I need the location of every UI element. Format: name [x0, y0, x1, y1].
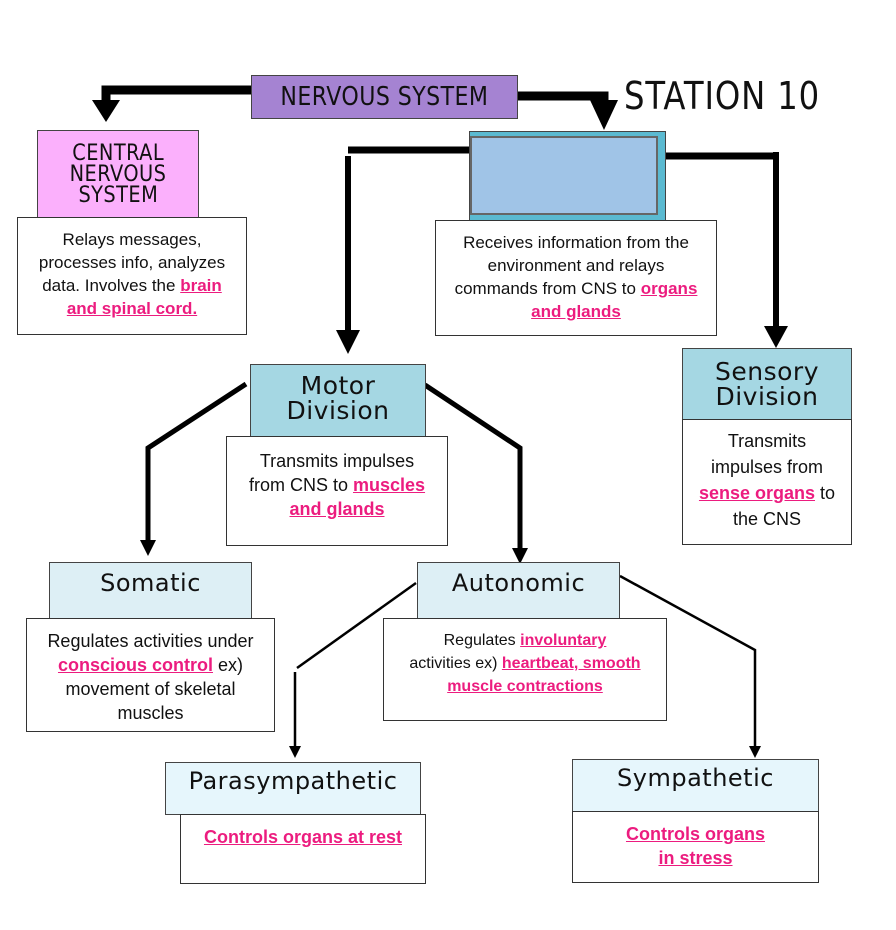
arrow-motor-to-autonomic: [423, 382, 528, 564]
parasympathetic-box[interactable]: Parasympathetic: [165, 762, 421, 815]
motor-title-line-2: Division: [286, 396, 390, 425]
somatic-desc-highlight: conscious control: [57, 655, 213, 675]
arrow-ns-to-pns: [518, 91, 618, 130]
autonomic-desc-highlight-1: involuntary: [520, 632, 607, 649]
autonomic-desc-text: Regulates: [443, 632, 516, 649]
cns-title-line-1: CENTRAL: [72, 140, 164, 166]
cns-description: Relays messages, processes info, analyze…: [17, 217, 247, 335]
pns-box[interactable]: [469, 131, 666, 221]
pns-desc-text: Receives information from the environmen…: [454, 233, 689, 298]
arrow-motor-to-somatic: [140, 381, 248, 556]
cns-box[interactable]: CENTRAL NERVOUS SYSTEM: [37, 130, 199, 218]
cns-title-line-2: NERVOUS: [69, 161, 167, 187]
parasympathetic-title: Parasympathetic: [188, 767, 398, 795]
somatic-description: Regulates activities under conscious con…: [26, 618, 275, 732]
somatic-desc-post: ex) movement of skeletal muscles: [65, 655, 244, 723]
arrow-pns-to-motor: [336, 146, 470, 354]
cns-desc-highlight: brain and spinal cord.: [66, 276, 222, 318]
sympathetic-desc-highlight: Controls organs in stress: [625, 824, 765, 868]
pns-desc-highlight: organs and glands: [531, 279, 698, 321]
nervous-system-box[interactable]: NERVOUS SYSTEM: [251, 75, 518, 119]
motor-description: Transmits impulses from CNS to muscles a…: [226, 436, 448, 546]
autonomic-description: Regulates involuntary activities ex) hear…: [383, 618, 667, 721]
parasympathetic-description: Controls organs at rest: [180, 814, 426, 884]
sympathetic-description: Controls organs in stress: [572, 811, 819, 883]
autonomic-desc-highlight-2: heartbeat, smooth muscle contractions: [447, 655, 641, 695]
motor-desc-text: Transmits impulses from CNS to: [248, 451, 415, 495]
somatic-box[interactable]: Somatic: [49, 562, 252, 619]
cns-title-line-3: SYSTEM: [78, 182, 158, 208]
pns-description: Receives information from the environmen…: [435, 220, 717, 336]
arrow-ns-to-cns: [92, 85, 252, 122]
pns-blank-field[interactable]: [470, 136, 658, 215]
somatic-desc-text: Regulates activities under: [47, 631, 254, 651]
autonomic-title: Autonomic: [451, 569, 586, 597]
sensory-division-box[interactable]: Sensory Division: [682, 348, 852, 420]
sympathetic-box[interactable]: Sympathetic: [572, 759, 819, 812]
sensory-title-line-1: Sensory: [715, 357, 819, 386]
station-label: STATION 10: [624, 74, 821, 118]
arrow-autonomic-to-parasympathetic: [289, 581, 417, 758]
motor-desc-highlight: muscles and glands: [289, 475, 426, 519]
arrow-autonomic-to-sympathetic: [619, 574, 761, 758]
cns-desc-text: Relays messages, processes info, analyze…: [38, 230, 226, 295]
sensory-desc-text: Transmits impulses from: [710, 431, 824, 477]
sensory-description: Transmits impulses from sense organs to …: [682, 419, 852, 545]
sensory-title-line-2: Division: [715, 382, 819, 411]
motor-title-line-1: Motor: [300, 371, 376, 400]
arrow-pns-to-sensory: [666, 152, 788, 348]
parasympathetic-desc-highlight: Controls organs at rest: [203, 827, 403, 847]
nervous-system-title: NERVOUS SYSTEM: [280, 82, 489, 112]
autonomic-desc-mid: activities ex): [409, 655, 498, 672]
somatic-title: Somatic: [100, 569, 201, 597]
motor-division-box[interactable]: Motor Division: [250, 364, 426, 438]
sympathetic-title: Sympathetic: [617, 764, 774, 792]
sensory-desc-post: to the CNS: [732, 483, 836, 529]
sensory-desc-highlight: sense organs: [698, 483, 816, 503]
autonomic-box[interactable]: Autonomic: [417, 562, 620, 619]
